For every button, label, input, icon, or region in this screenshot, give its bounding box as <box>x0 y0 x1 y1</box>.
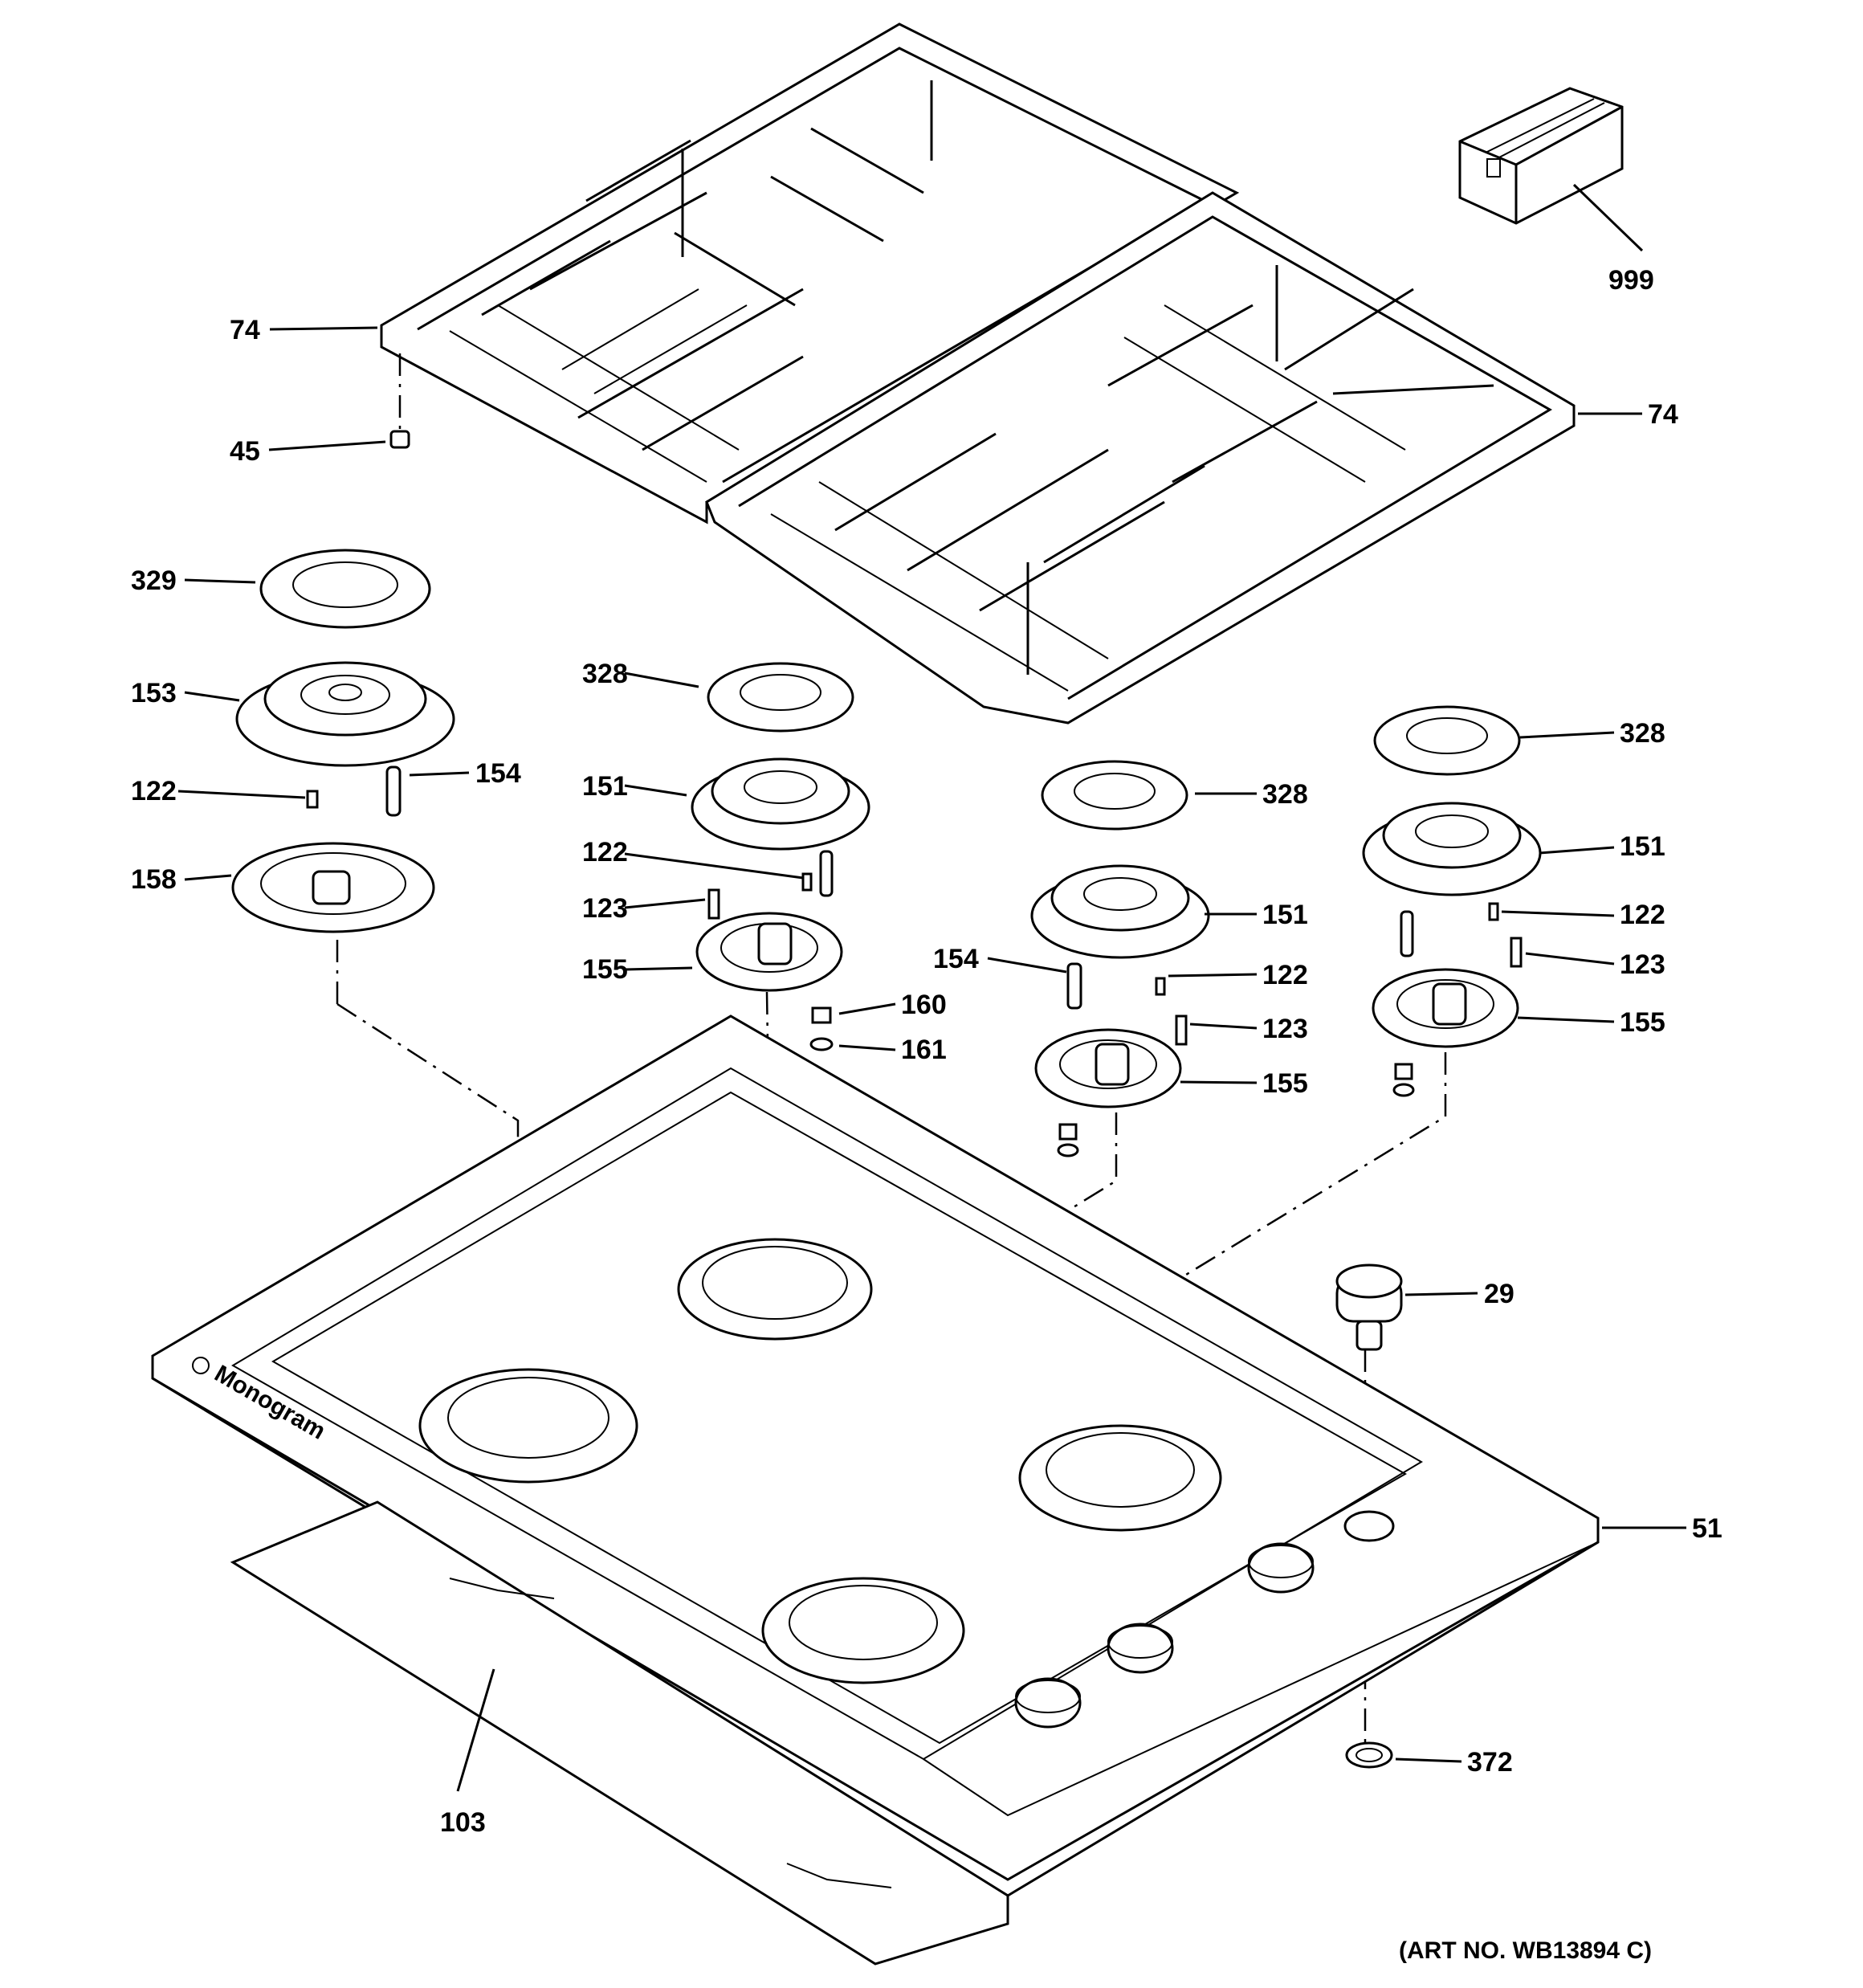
callout-151-b: 151 <box>1262 900 1308 930</box>
part-gasket-103 <box>230 1500 1009 1966</box>
callout-153: 153 <box>131 678 177 708</box>
callout-328-b: 328 <box>1262 779 1308 810</box>
part-cap-328-c <box>1373 705 1521 776</box>
part-knob-29 <box>1335 1263 1403 1351</box>
callout-74-left: 74 <box>230 315 260 345</box>
callout-123-b: 123 <box>1262 1014 1308 1044</box>
callout-122-d: 122 <box>1620 900 1665 930</box>
part-burner-base-158 <box>231 842 435 933</box>
control-knob-hole <box>1343 1510 1395 1542</box>
callout-328-a: 328 <box>582 659 628 689</box>
part-cap-328-a <box>707 662 854 733</box>
callout-29: 29 <box>1484 1279 1514 1309</box>
part-screw-122-left <box>306 790 319 809</box>
part-grommet-372 <box>1345 1741 1393 1769</box>
part-screw-123-a <box>707 888 720 920</box>
callout-155-a: 155 <box>582 954 628 985</box>
part-burner-base-155-c <box>1372 968 1519 1048</box>
callout-103: 103 <box>440 1807 486 1838</box>
part-grate-right <box>705 191 1576 725</box>
part-screw-123-b <box>1175 1014 1188 1046</box>
part-screw-122-d <box>1488 902 1499 921</box>
part-electrode-154-b <box>1066 962 1082 1010</box>
callout-161: 161 <box>901 1035 947 1065</box>
part-burner-base-155-a <box>695 912 843 992</box>
callout-999: 999 <box>1608 265 1654 296</box>
callout-158: 158 <box>131 864 177 895</box>
callout-155-b: 155 <box>1262 1068 1308 1099</box>
part-burner-153 <box>235 661 455 767</box>
part-burner-151-b <box>1030 864 1210 959</box>
part-screw-122-c <box>1155 977 1166 996</box>
callout-329: 329 <box>131 565 177 596</box>
part-cooktop: Monogram <box>151 1014 1600 1897</box>
part-burner-151-a <box>691 757 870 851</box>
part-screw-122-b <box>801 872 813 892</box>
callout-labels: 999 74 74 45 329 153 122 154 158 328 151… <box>131 265 1722 1838</box>
callout-372: 372 <box>1467 1747 1513 1778</box>
leader-lines <box>177 183 1686 1792</box>
callout-154-b: 154 <box>933 944 979 974</box>
callout-122-b: 122 <box>582 837 628 867</box>
callout-155-c: 155 <box>1620 1007 1665 1038</box>
callout-45: 45 <box>230 436 260 467</box>
callout-154-left: 154 <box>475 758 521 789</box>
callout-51: 51 <box>1692 1513 1722 1544</box>
part-spring-c <box>1392 1063 1415 1097</box>
control-knob-3 <box>1247 1542 1315 1594</box>
callout-123-a: 123 <box>582 893 628 924</box>
cooktop-burner-opening-3 <box>761 1577 965 1684</box>
cooktop-burner-opening-2 <box>677 1238 873 1341</box>
callout-122-c: 122 <box>1262 960 1308 990</box>
callout-123-c: 123 <box>1620 949 1665 980</box>
callout-74-right: 74 <box>1648 399 1678 430</box>
part-screw-123-c <box>1510 937 1523 968</box>
part-electrode-154-left <box>385 765 402 817</box>
callout-151-a: 151 <box>582 771 628 802</box>
control-knob-1 <box>1014 1677 1082 1729</box>
part-electrode-b <box>819 850 834 897</box>
cooktop-burner-opening-1 <box>418 1368 638 1484</box>
callout-122-left: 122 <box>131 776 177 806</box>
part-burner-151-c <box>1362 802 1542 896</box>
part-electrode-c <box>1400 910 1414 957</box>
part-spring-b <box>1057 1123 1079 1157</box>
part-washer-161 <box>809 1037 834 1051</box>
control-knob-2 <box>1107 1623 1174 1674</box>
part-cap-329 <box>259 549 431 629</box>
art-number: (ART NO. WB13894 C) <box>1399 1937 1652 1964</box>
part-box <box>1458 87 1624 225</box>
part-grate-foot <box>389 353 410 449</box>
cooktop-burner-opening-4 <box>1018 1424 1222 1532</box>
part-cap-328-b <box>1041 760 1188 831</box>
callout-151-c: 151 <box>1620 831 1665 862</box>
part-spring-160 <box>811 1006 832 1024</box>
part-burner-base-155-b <box>1034 1028 1182 1108</box>
callout-328-c: 328 <box>1620 718 1665 749</box>
callout-160: 160 <box>901 990 947 1020</box>
